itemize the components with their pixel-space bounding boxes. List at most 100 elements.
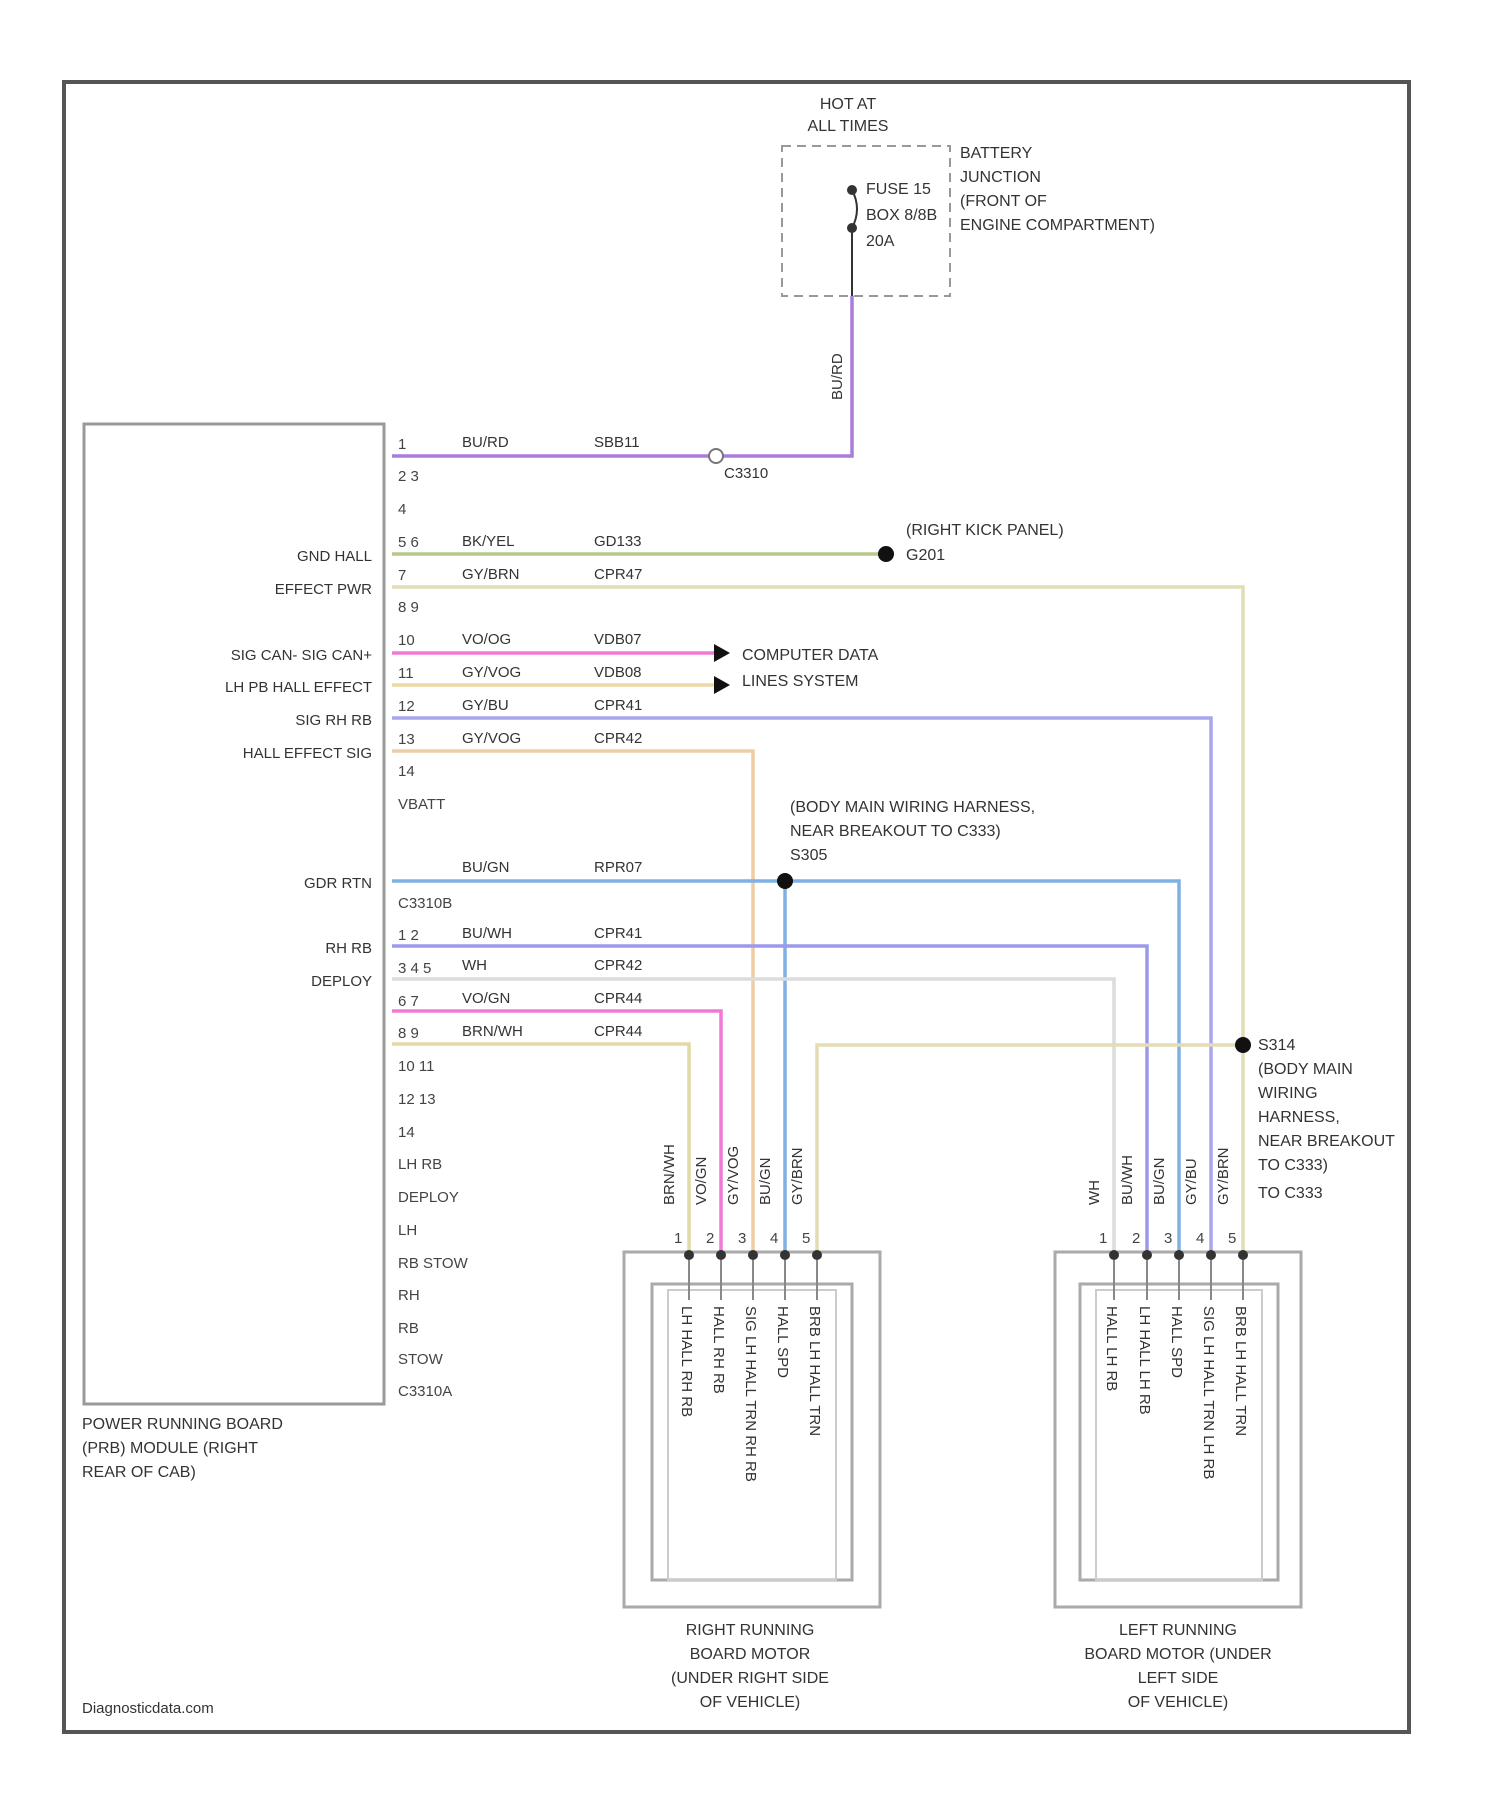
svg-text:HALL RH RB: HALL RH RB: [710, 1306, 727, 1394]
svg-text:BK/YEL: BK/YEL: [462, 533, 515, 550]
splice-right-label-2: (BODY MAIN: [1258, 1061, 1353, 1078]
svg-text:BU/GN: BU/GN: [757, 1157, 774, 1205]
svg-text:VDB08: VDB08: [594, 664, 642, 681]
svg-text:11: 11: [398, 665, 414, 682]
c3310-label: C3310: [724, 465, 768, 482]
svg-text:GY/BU: GY/BU: [1183, 1158, 1200, 1205]
svg-text:14: 14: [398, 763, 415, 780]
svg-text:STOW: STOW: [398, 1351, 444, 1368]
svg-text:LH RB: LH RB: [398, 1156, 442, 1173]
svg-text:1: 1: [1099, 1230, 1107, 1247]
battery-junction-label-3: (FRONT OF: [960, 193, 1047, 210]
connector-upper-label: C3310B: [398, 895, 452, 912]
module-pin-labels: 1 2 3 4 5 6 7 8 9 10 11 12 13 14 VBATT C…: [398, 436, 469, 1400]
splice-right-label-6: TO C333): [1258, 1157, 1328, 1174]
svg-text:VO/OG: VO/OG: [462, 631, 511, 648]
ground-label-1: (RIGHT KICK PANEL): [906, 522, 1064, 539]
svg-text:GY/BRN: GY/BRN: [462, 566, 520, 583]
left-motor-label-4: OF VEHICLE): [1128, 1694, 1228, 1711]
svg-text:BU/WH: BU/WH: [1119, 1155, 1136, 1205]
battery-junction-label-2: JUNCTION: [960, 169, 1041, 186]
vertical-wire-label: BU/RD: [829, 353, 846, 400]
fuse-label-3: 20A: [866, 233, 895, 250]
svg-text:4: 4: [398, 501, 406, 518]
svg-text:5 6: 5 6: [398, 534, 419, 551]
svg-text:CPR42: CPR42: [594, 957, 642, 974]
svg-text:CPR44: CPR44: [594, 1023, 642, 1040]
svg-text:DEPLOY: DEPLOY: [398, 1189, 459, 1206]
right-motor-label-3: (UNDER RIGHT SIDE: [671, 1670, 829, 1687]
computer-data-label-1: COMPUTER DATA: [742, 647, 879, 664]
hot-label-1: HOT AT: [820, 96, 877, 113]
diagram-frame: [64, 82, 1409, 1732]
svg-text:BRB LH HALL TRN: BRB LH HALL TRN: [806, 1306, 823, 1436]
side-label-deploy: DEPLOY: [311, 973, 372, 990]
battery-junction-label-4: ENGINE COMPARTMENT): [960, 217, 1155, 234]
connector-lower-label: C3310A: [398, 1383, 452, 1400]
watermark: Diagnosticdata.com: [82, 1700, 214, 1717]
svg-text:BU/GN: BU/GN: [1151, 1157, 1168, 1205]
module-label-1: POWER RUNNING BOARD: [82, 1416, 283, 1433]
computer-data-label-2: LINES SYSTEM: [742, 673, 858, 690]
svg-text:12: 12: [398, 698, 415, 715]
svg-text:5: 5: [802, 1230, 810, 1247]
svg-text:BRB LH HALL TRN: BRB LH HALL TRN: [1232, 1306, 1249, 1436]
hot-label-2: ALL TIMES: [808, 118, 889, 135]
svg-text:RB: RB: [398, 1320, 419, 1337]
right-motor-label-4: OF VEHICLE): [700, 1694, 800, 1711]
module-label-3: REAR OF CAB): [82, 1464, 196, 1481]
svg-text:LH: LH: [398, 1222, 417, 1239]
side-label-gdr-rtn: GDR RTN: [304, 875, 372, 892]
svg-text:HALL LH RB: HALL LH RB: [1103, 1306, 1120, 1391]
svg-text:WH: WH: [462, 957, 487, 974]
side-label-lh-hall: LH PB HALL EFFECT: [225, 679, 372, 696]
svg-text:GY/VOG: GY/VOG: [725, 1146, 742, 1205]
svg-text:4: 4: [1196, 1230, 1204, 1247]
side-label-gnd-hall: GND HALL: [297, 548, 372, 565]
wire-bu-rd-supply: [392, 296, 852, 456]
svg-text:4: 4: [770, 1230, 778, 1247]
fuse-label-2: BOX 8/8B: [866, 207, 937, 224]
right-motor-label-1: RIGHT RUNNING: [686, 1622, 815, 1639]
side-label-rh-rb: RH RB: [325, 940, 372, 957]
fuse-label-1: FUSE 15: [866, 181, 931, 198]
svg-text:BU/GN: BU/GN: [462, 859, 510, 876]
svg-text:GY/BRN: GY/BRN: [1215, 1147, 1232, 1205]
svg-text:GY/VOG: GY/VOG: [462, 664, 521, 681]
svg-text:12 13: 12 13: [398, 1091, 436, 1108]
svg-text:3 4 5: 3 4 5: [398, 960, 431, 977]
ground-splice: [878, 546, 894, 562]
svg-text:13: 13: [398, 731, 415, 748]
svg-text:2 3: 2 3: [398, 468, 419, 485]
svg-text:8 9: 8 9: [398, 599, 419, 616]
svg-text:GY/BU: GY/BU: [462, 697, 509, 714]
svg-text:BRN/WH: BRN/WH: [462, 1023, 523, 1040]
svg-text:7: 7: [398, 567, 406, 584]
splice-right-label-1: S314: [1258, 1037, 1295, 1054]
svg-text:CPR44: CPR44: [594, 990, 642, 1007]
module-label-2: (PRB) MODULE (RIGHT: [82, 1440, 258, 1457]
left-motor-label-3: LEFT SIDE: [1138, 1670, 1219, 1687]
splice-right-label-5: NEAR BREAKOUT: [1258, 1133, 1395, 1150]
svg-text:3: 3: [1164, 1230, 1172, 1247]
to-connector-label: TO C333: [1258, 1185, 1323, 1202]
svg-text:GY/BRN: GY/BRN: [789, 1147, 806, 1205]
wire-brn-wh: [392, 1044, 689, 1255]
splice-upper-label-3: S305: [790, 847, 827, 864]
svg-text:RB STOW: RB STOW: [398, 1255, 469, 1272]
svg-text:2: 2: [706, 1230, 714, 1247]
right-motor-label-2: BOARD MOTOR: [690, 1646, 811, 1663]
svg-text:3: 3: [738, 1230, 746, 1247]
side-label-can: SIG CAN- SIG CAN+: [231, 647, 373, 664]
splice-upper-label-1: (BODY MAIN WIRING HARNESS,: [790, 799, 1035, 816]
svg-text:RH: RH: [398, 1287, 420, 1304]
left-motor-label-1: LEFT RUNNING: [1119, 1622, 1237, 1639]
left-motor-pin-functions: HALL LH RB LH HALL LH RB HALL SPD SIG LH…: [1103, 1306, 1249, 1479]
svg-text:CPR42: CPR42: [594, 730, 642, 747]
svg-text:RPR07: RPR07: [594, 859, 642, 876]
prb-module-box: [84, 424, 384, 1404]
splice-right-label-3: WIRING: [1258, 1085, 1318, 1102]
splice-s305: [777, 873, 793, 889]
svg-text:1: 1: [674, 1230, 682, 1247]
